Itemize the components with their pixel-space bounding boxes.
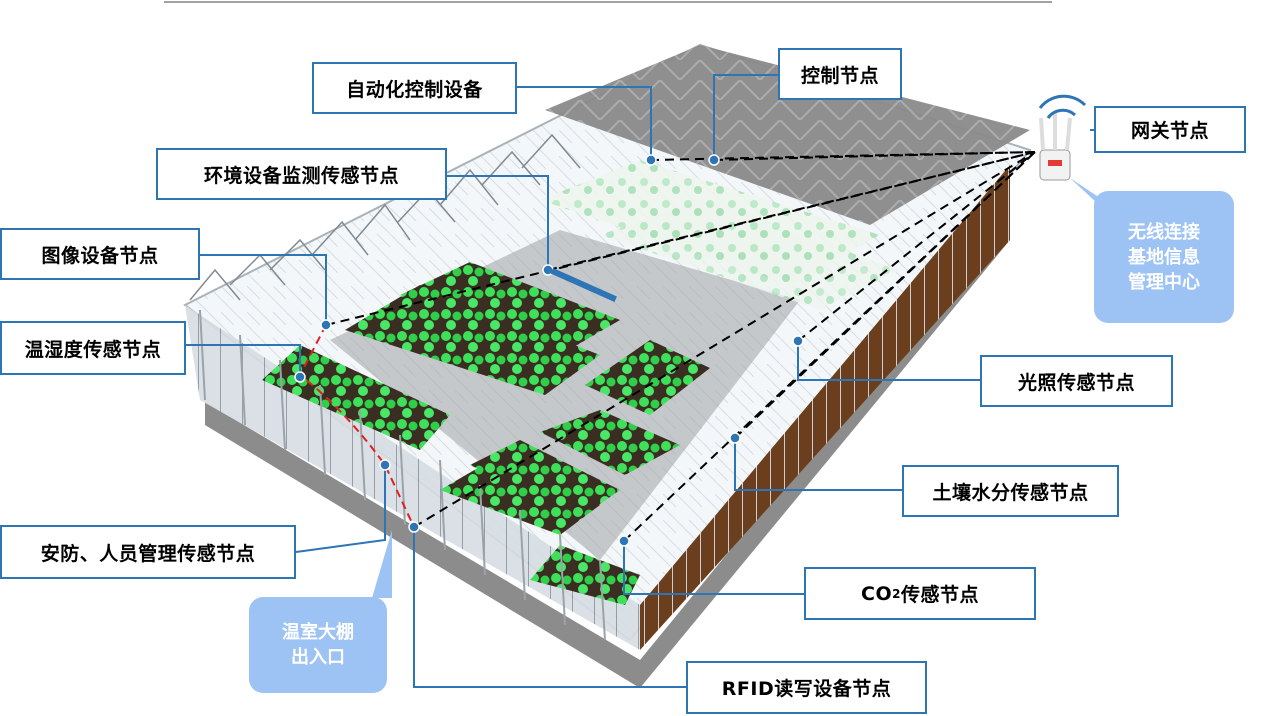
shade-roof xyxy=(545,45,1030,225)
plant-bed xyxy=(345,285,600,395)
callout-entrance: 温室大棚 出入口 xyxy=(249,597,387,693)
callout-wireless-line3: 管理中心 xyxy=(1128,271,1200,293)
wifi-signal-icon xyxy=(1038,94,1087,119)
co2-suffix: 传感节点 xyxy=(900,584,979,606)
node-dot xyxy=(320,319,332,331)
node-dot xyxy=(729,432,741,444)
node-markers xyxy=(294,154,804,547)
label-gateway-node: 网关节点 xyxy=(1094,106,1246,153)
plant-bed xyxy=(400,262,620,355)
gateway-router-icon xyxy=(1039,112,1072,181)
plant-bed xyxy=(262,345,450,450)
label-soil-moisture-node: 土壤水分传感节点 xyxy=(902,465,1119,517)
label-image-node: 图像设备节点 xyxy=(0,228,200,280)
co2-prefix: CO xyxy=(861,582,893,605)
plant-bed xyxy=(585,340,710,415)
callout-wireless-center: 无线连接 基地信息 管理中心 xyxy=(1094,191,1234,323)
label-control-node: 控制节点 xyxy=(778,48,902,100)
plant-bed xyxy=(530,545,640,605)
label-env-monitor-node: 环境设备监测传感节点 xyxy=(156,148,447,200)
label-automation-control: 自动化控制设备 xyxy=(312,62,517,114)
callout-wireless-line1: 无线连接 xyxy=(1128,221,1200,243)
node-dot xyxy=(618,535,630,547)
co2-subscript: 2 xyxy=(892,586,901,601)
label-rfid-node: RFID读写设备节点 xyxy=(686,661,927,714)
env-monitor-bar xyxy=(550,268,617,302)
node-dot xyxy=(708,154,720,166)
callout-entrance-line2: 出入口 xyxy=(291,647,345,668)
side-wall-right xyxy=(640,165,1010,650)
plant-bed xyxy=(540,410,680,475)
node-dot xyxy=(294,371,306,383)
entrance-link xyxy=(298,324,415,528)
leader-lines xyxy=(186,74,1095,688)
plant-bed xyxy=(440,458,600,535)
label-light-node: 光照传感节点 xyxy=(980,355,1173,407)
node-dot xyxy=(408,521,420,533)
node-dot xyxy=(792,335,804,347)
callout-wireless-line2: 基地信息 xyxy=(1128,246,1200,268)
plant-bed xyxy=(470,440,620,518)
front-posts xyxy=(199,309,606,641)
plant-bed-pale xyxy=(600,200,900,310)
label-security-node: 安防、人员管理传感节点 xyxy=(0,525,296,579)
callout-entrance-line1: 温室大棚 xyxy=(282,622,354,643)
node-dot xyxy=(645,154,657,166)
label-temp-humidity-node: 温湿度传感节点 xyxy=(0,321,186,375)
node-dot xyxy=(379,459,391,471)
entrance-callout-tail xyxy=(372,530,392,598)
